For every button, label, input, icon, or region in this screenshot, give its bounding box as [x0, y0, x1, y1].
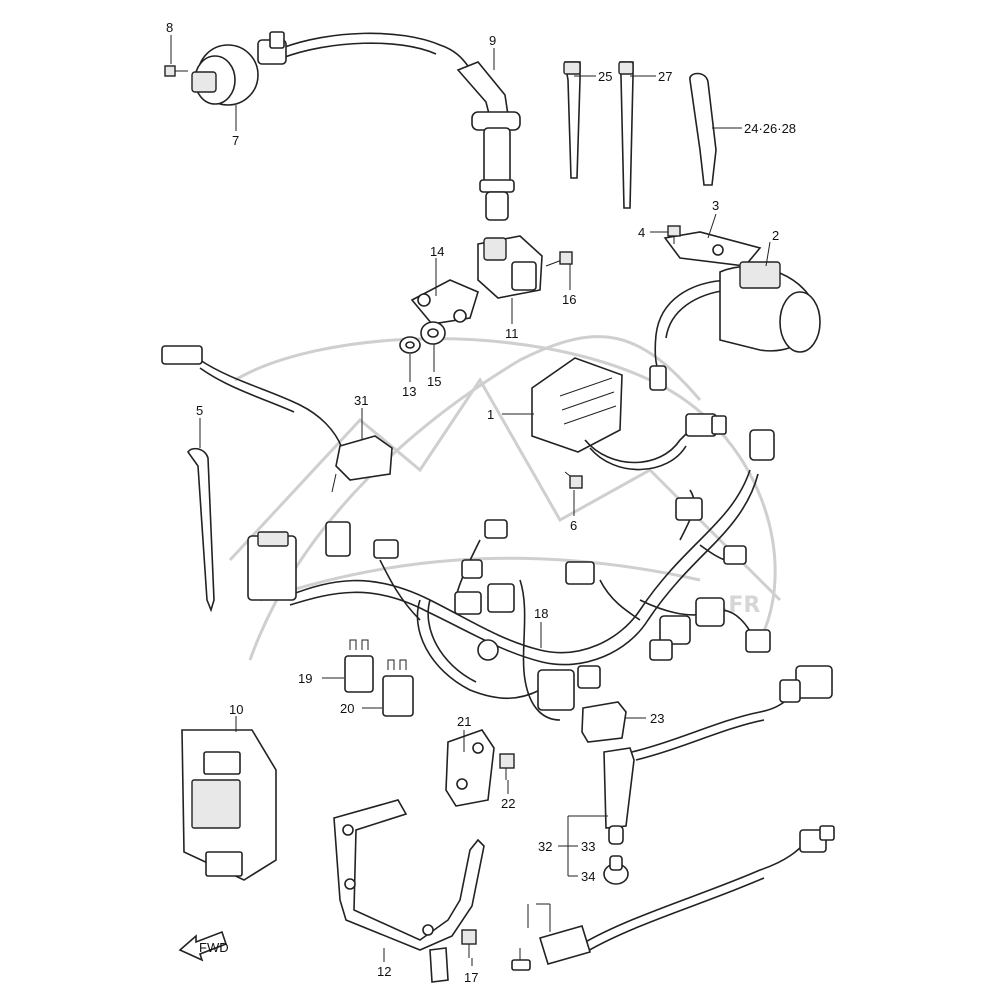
cap-23 [581, 701, 627, 743]
callout-12: 12 [377, 964, 391, 979]
callout-31: 33 [581, 839, 595, 854]
fuse-34 [511, 959, 531, 971]
callout-17: 17 [464, 970, 478, 985]
callout-10: 10 [229, 702, 243, 717]
callout-8: 8 [166, 20, 173, 35]
callout-15: 15 [427, 374, 441, 389]
bolt-22 [499, 753, 515, 780]
ignition-coil [191, 31, 469, 106]
callout-5: 5 [196, 403, 203, 418]
callout-19: 19 [298, 671, 312, 686]
callout-9: 9 [489, 33, 496, 48]
leader-lines [170, 35, 771, 966]
callout-29: 31 [354, 393, 368, 408]
callout-24-26-28: 24·26·28 [744, 121, 796, 136]
bracket-21 [445, 729, 495, 807]
bolt-16 [545, 251, 573, 267]
callout-13: 13 [402, 384, 416, 399]
callout-1: 1 [487, 407, 494, 422]
callout-11: 11 [505, 326, 519, 341]
callout-22: 22 [501, 796, 515, 811]
callout-labels: 8 7 9 25 27 24·26·28 3 2 4 14 16 11 13 1… [166, 20, 796, 985]
callout-23: 23 [650, 711, 664, 726]
fuse-holder-19 [344, 639, 374, 693]
callout-27: 27 [658, 69, 672, 84]
starter-relay [649, 261, 821, 391]
callout-20: 20 [340, 701, 354, 716]
bolt-8 [164, 65, 188, 77]
sensor-29 [161, 345, 393, 493]
callout-6: 6 [570, 518, 577, 533]
callout-25: 25 [598, 69, 612, 84]
fwd-arrow-icon: FWD [178, 930, 229, 962]
lead-33 [538, 825, 835, 965]
washer-13 [399, 336, 421, 354]
part-31 [608, 825, 624, 845]
callout-2: 2 [772, 228, 779, 243]
lead-30 [603, 665, 833, 829]
relay-11 [477, 235, 543, 299]
part-32 [603, 855, 629, 885]
cable-tie-27 [618, 61, 634, 209]
grommet-15 [420, 321, 446, 345]
cable-tie-24-26-28 [689, 72, 717, 186]
bolt-17 [461, 929, 477, 958]
callout-32: 34 [581, 869, 595, 884]
regulator-rectifier [531, 357, 727, 471]
callout-7: 7 [232, 133, 239, 148]
callout-3: 3 [712, 198, 719, 213]
bracket-14 [410, 279, 479, 325]
cable-tie-25 [563, 61, 581, 179]
cable-tie-5 [187, 447, 215, 613]
callout-16: 16 [562, 292, 576, 307]
callout-18: 18 [534, 606, 548, 621]
watermark-text: .FR [720, 593, 760, 618]
bracket-12 [333, 799, 485, 983]
bolt-4 [667, 225, 681, 244]
watermark: .FR [228, 335, 782, 661]
bracket-3 [663, 231, 762, 267]
callout-30: 32 [538, 839, 552, 854]
bolt-6 [564, 471, 583, 489]
callout-21: 21 [457, 714, 471, 729]
fwd-label: FWD [199, 940, 229, 955]
callout-14: 14 [430, 244, 444, 259]
ecu [181, 729, 277, 881]
spark-plug-cap [456, 61, 521, 221]
wiring-harness [247, 429, 775, 721]
fuse-holder-20 [382, 659, 414, 717]
callout-4: 4 [638, 225, 645, 240]
